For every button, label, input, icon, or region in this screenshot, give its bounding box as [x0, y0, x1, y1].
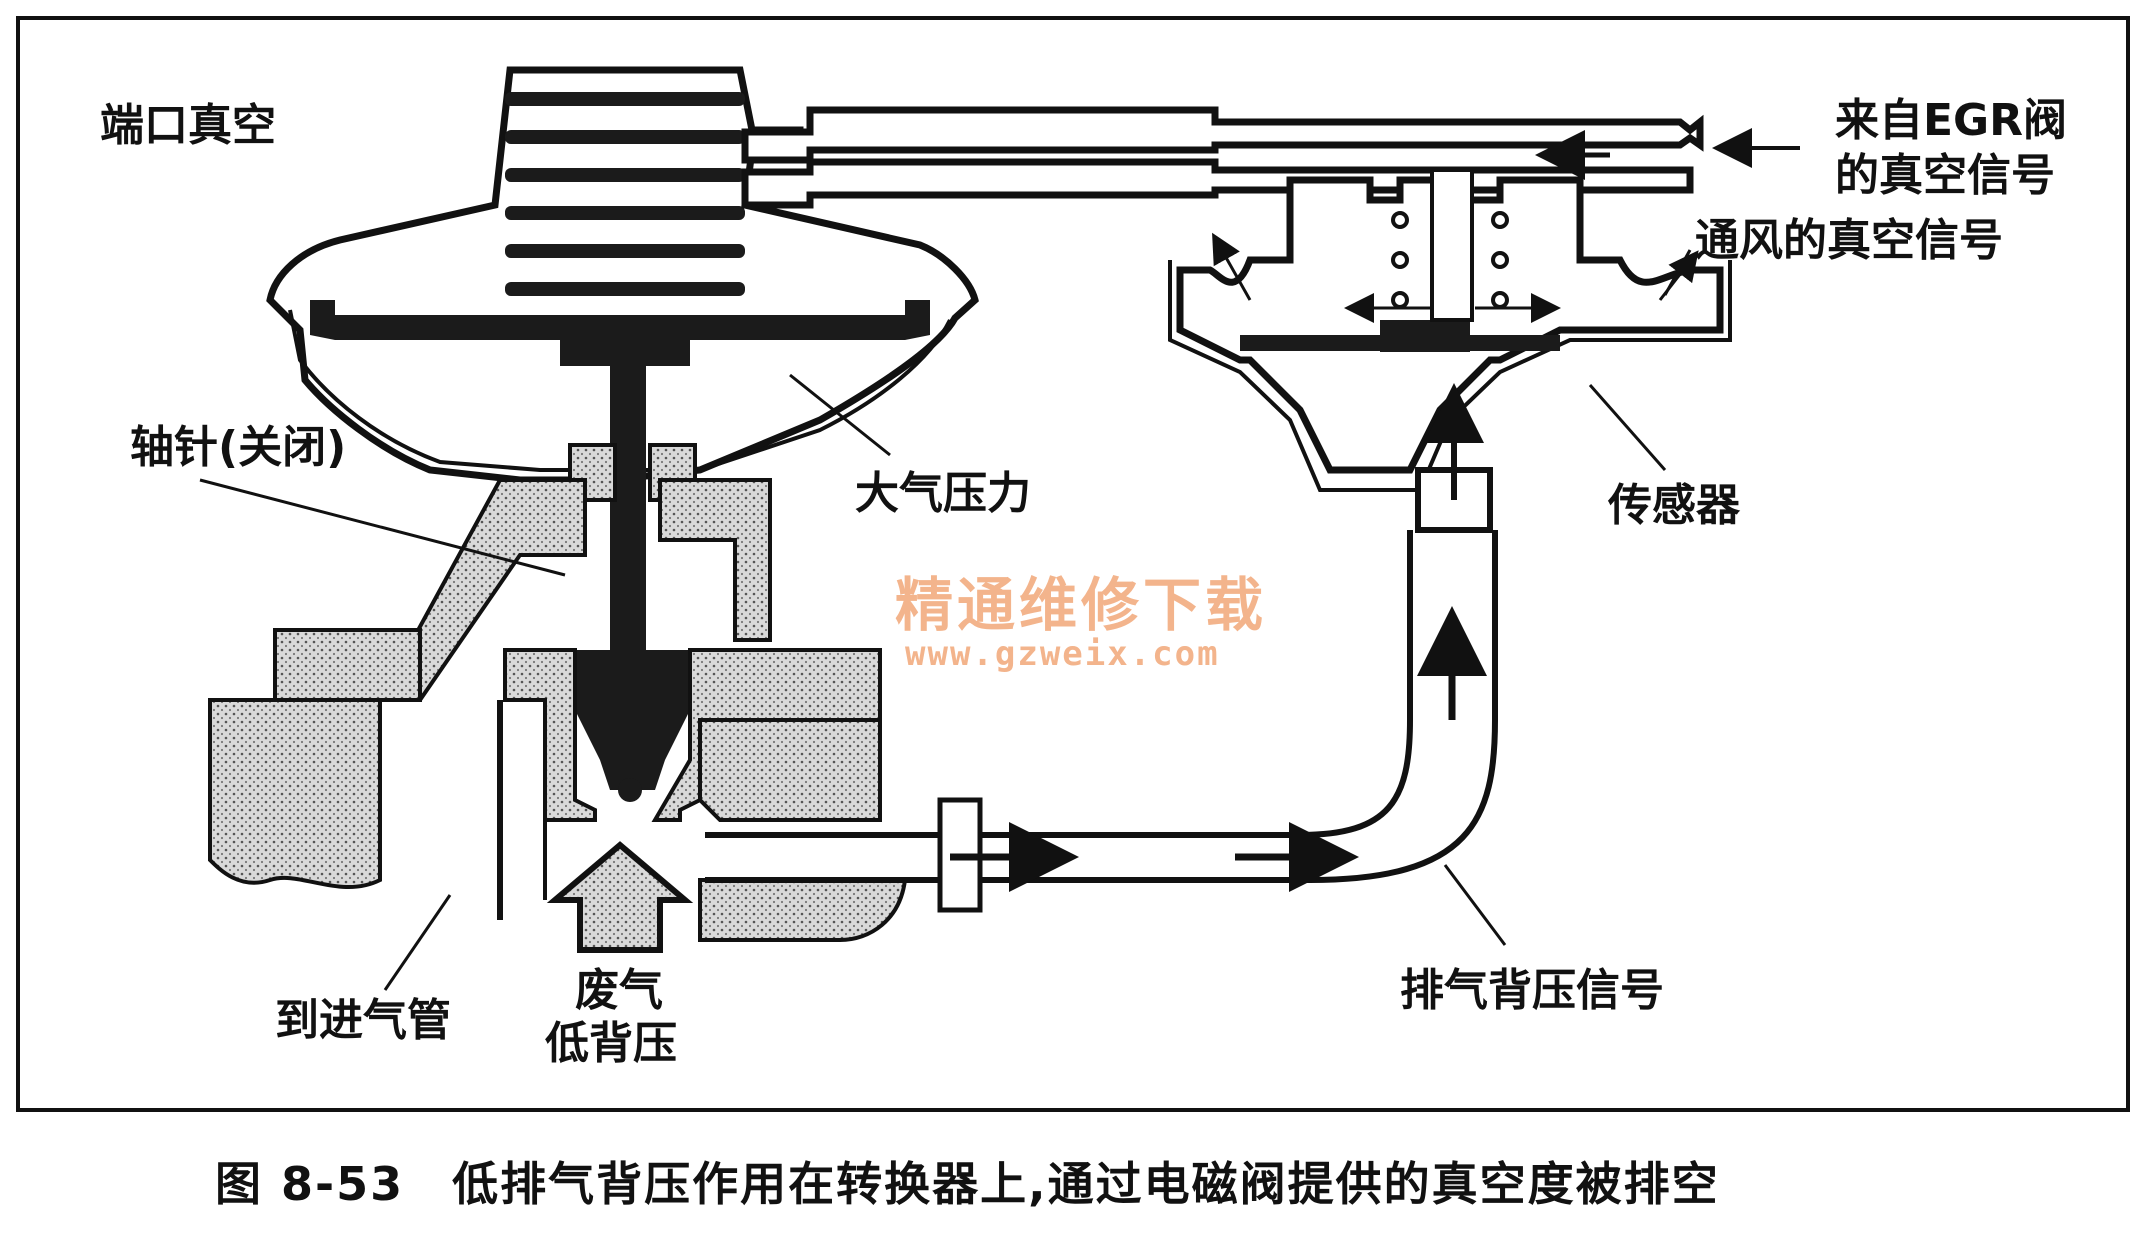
label-shaft-closed: 轴针(关闭) [130, 422, 346, 473]
intake-side-block [208, 698, 382, 890]
leader-atmospheric [789, 373, 891, 457]
leader-sensor [1588, 384, 1667, 471]
label-from-egr-1: 来自EGR阀 [1835, 95, 2067, 146]
atmospheric-chamber [288, 309, 952, 472]
vacuum-tubes [741, 106, 1800, 209]
exhaust-inflow-arrow [546, 841, 694, 953]
spring [505, 92, 745, 296]
leader-backpressure [1443, 864, 1507, 946]
egr-valve [208, 66, 979, 942]
label-port-vacuum: 端口真空 [100, 100, 276, 151]
figure-caption: 图 8-53 低排气背压作用在转换器上,通过电磁阀提供的真空度被排空 [215, 1157, 1720, 1211]
vent-arrow-up-left [1212, 232, 1252, 301]
valve-body-right [658, 478, 772, 642]
watermark-text: 精通维修下载 [895, 571, 1267, 639]
label-atmospheric: 大气压力 [855, 468, 1031, 519]
watermark-url: www.gzweix.com [905, 634, 1220, 674]
label-backpressure-signal: 排气背压信号 [1400, 965, 1664, 1016]
pintle-tip [618, 778, 642, 802]
upper-tube [741, 106, 1704, 164]
leader-shaft [199, 478, 566, 577]
leader-vented [1663, 249, 1692, 296]
seat-right [651, 648, 882, 822]
pintle-head [575, 650, 690, 790]
label-sensor: 传感器 [1607, 480, 1741, 531]
valve-shaft [610, 360, 646, 650]
sensor-diaphragm-hub [1380, 320, 1470, 352]
diaphragm-plate [310, 300, 930, 340]
label-exhaust-1: 废气 [575, 965, 663, 1016]
lower-right-block [698, 878, 908, 942]
backpressure-tube [705, 530, 1498, 913]
seat-left [503, 648, 597, 822]
label-exhaust-2: 低背压 [545, 1018, 677, 1069]
label-from-egr-2: 的真空信号 [1835, 150, 2055, 201]
valve-guide-left [568, 443, 617, 502]
exhaust-side-block [698, 718, 882, 822]
label-vented-vacuum: 通风的真空信号 [1695, 215, 2003, 266]
sensor-vent-stem [1430, 168, 1474, 322]
diaphragm-housing [266, 66, 979, 484]
label-to-intake: 到进气管 [275, 995, 451, 1046]
diagram-frame [16, 16, 2130, 1112]
backpressure-sensor [1168, 168, 1732, 533]
leader-intake [383, 894, 452, 991]
